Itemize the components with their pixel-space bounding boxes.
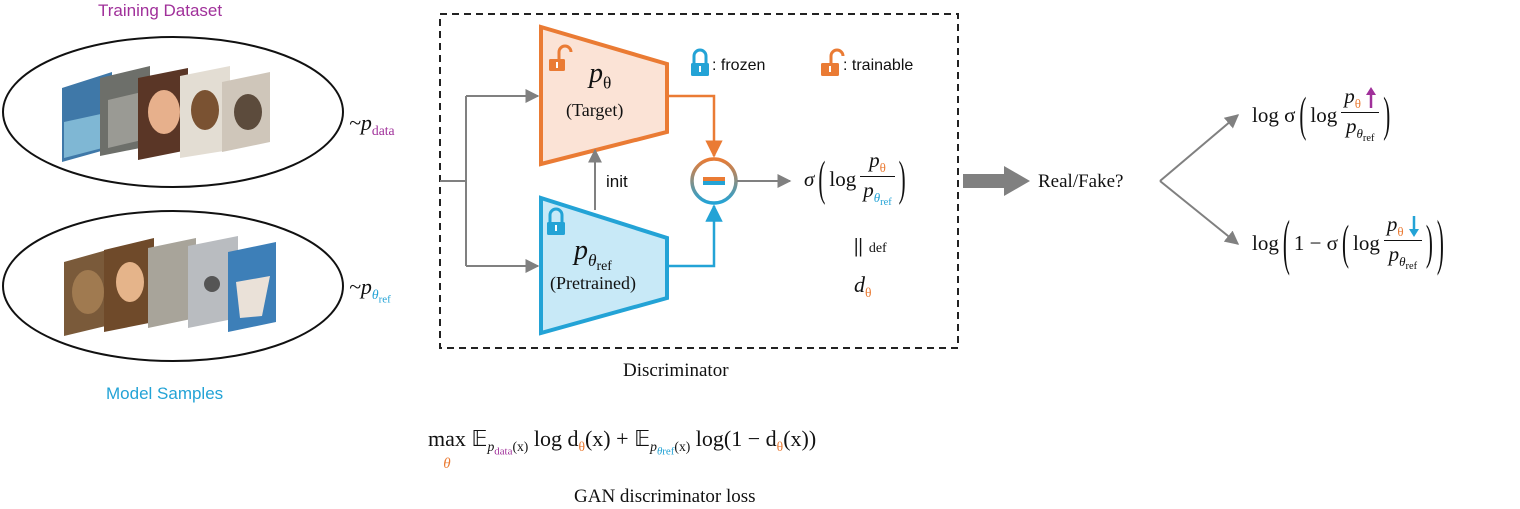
upper-objective: log σ ( log pθ pθref ) <box>1252 84 1391 144</box>
branch-up-arrow <box>1159 114 1240 182</box>
p-data-label: ~pdata <box>349 110 395 139</box>
p-theta-ref-label: ~pθref <box>349 274 391 306</box>
target-to-minus-arrow <box>668 94 723 158</box>
d-theta-label: dθ <box>854 272 872 301</box>
minus-circle-icon <box>690 157 738 205</box>
legend-frozen-label: : frozen <box>712 57 766 74</box>
init-label: init <box>606 172 628 191</box>
training-dataset-label: Training Dataset <box>98 1 223 20</box>
loss-caption: GAN discriminator loss <box>574 486 756 507</box>
up-arrow-icon <box>1366 87 1377 109</box>
lower-objective: log ( 1 − σ ( log pθ pθref ) ) <box>1252 206 1444 277</box>
input-arrows <box>440 89 540 273</box>
model-samples-label: Model Samples <box>106 384 224 403</box>
branch-down-arrow <box>1159 180 1240 245</box>
pretrained-lock-closed-icon <box>547 207 565 235</box>
pretrained-model-name: (Pretrained) <box>550 273 636 293</box>
legend-lock-open-icon <box>821 48 845 76</box>
pretrained-model-symbol: pθref <box>574 235 612 274</box>
down-arrow-icon <box>1408 216 1419 238</box>
ref-to-minus-arrow <box>668 204 723 268</box>
target-model-name: (Target) <box>566 100 624 120</box>
pretrained-model-trapezoid <box>539 195 669 336</box>
legend-lock-closed-icon <box>691 48 709 76</box>
target-model-symbol: pθ <box>589 58 612 93</box>
real-fake-label: Real/Fake? <box>1038 171 1124 192</box>
training-photo-stack-icon <box>62 66 270 162</box>
target-lock-open-icon <box>549 44 573 71</box>
model-photo-stack-icon <box>64 236 276 336</box>
discriminator-label: Discriminator <box>623 360 729 381</box>
target-model-trapezoid <box>539 24 669 167</box>
legend-trainable-label: : trainable <box>843 57 914 74</box>
def-equivalence: ||def <box>854 235 887 257</box>
sigma-log-ratio: σ ( log pθ pθref ) <box>804 148 906 208</box>
to-decision-big-arrow <box>963 166 1030 196</box>
